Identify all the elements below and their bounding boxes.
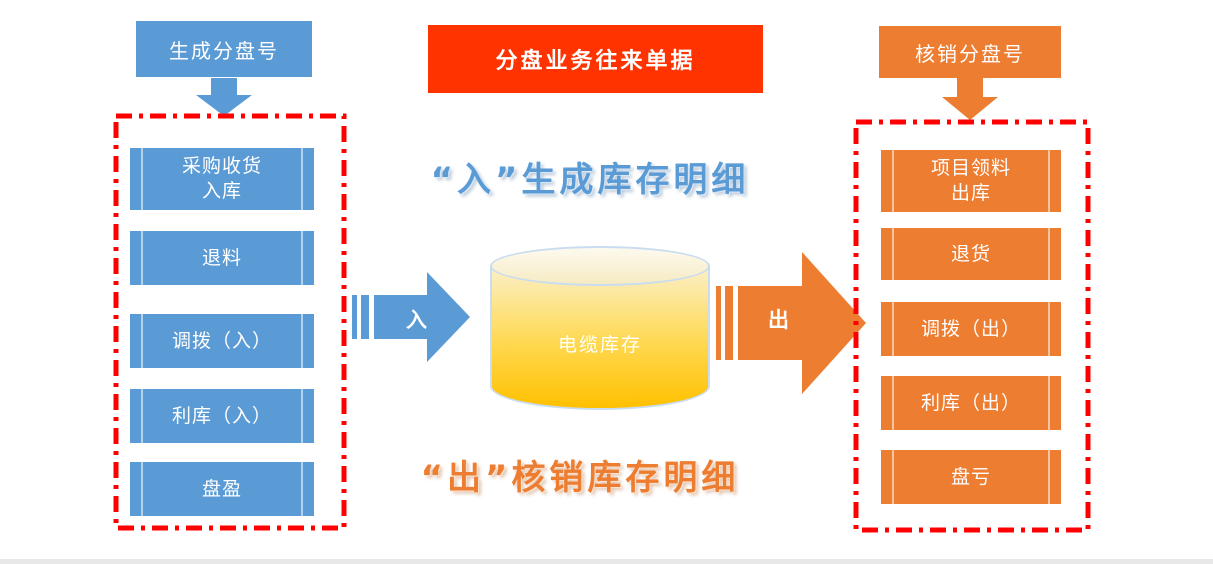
right-item-project-issue: 项目领料 出库 [881,150,1061,212]
inventory-cylinder: 电缆库存 [490,266,710,410]
cylinder-label: 电缆库存 [557,334,642,356]
out-arrow-icon [716,252,866,394]
down-arrow-orange-icon [942,78,998,120]
left-item-reuse-in: 利库（入） [130,389,314,443]
out-arrow-label: 出 [768,308,789,332]
right-group-dashed-border [853,119,1091,533]
in-caption-text: “入”生成库存明细 [430,160,750,200]
cylinder-top-icon [490,246,710,286]
down-arrow-blue-icon [196,78,252,116]
in-arrow-label: 入 [406,308,427,332]
right-item-return-goods: 退货 [881,228,1061,280]
center-banner: 分盘业务往来单据 [428,25,763,93]
left-item-transfer-in: 调拨（入） [130,314,314,368]
right-item-reuse-out: 利库（出） [881,376,1061,430]
left-group-dashed-border [113,113,347,531]
right-header-box: 核销分盘号 [879,26,1061,78]
left-header-box: 生成分盘号 [136,21,312,77]
left-item-purchase-receipt: 采购收货 入库 [130,148,314,210]
right-item-inventory-shortage: 盘亏 [881,450,1061,504]
right-item-transfer-out: 调拨（出） [881,302,1061,356]
left-item-inventory-surplus: 盘盈 [130,462,314,516]
out-caption-text: “出”核销库存明细 [420,458,740,498]
left-item-return-material: 退料 [130,231,314,285]
in-arrow-icon [352,272,470,362]
window-bottom-edge [0,559,1213,564]
